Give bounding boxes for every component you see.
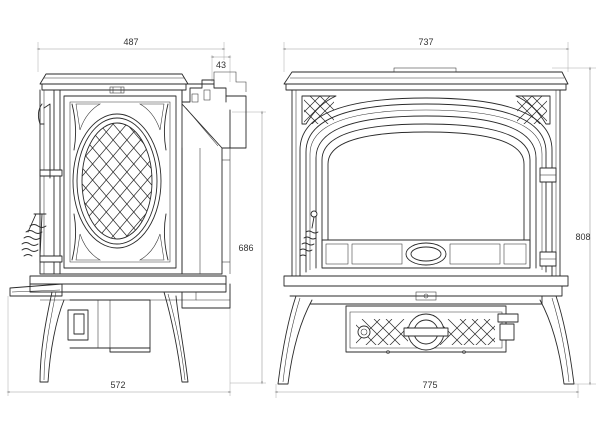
side-view-stove [9,71,247,383]
dimension-side-base-depth: 572 [110,380,125,390]
front-view-stove [277,67,575,385]
dimension-front-width: 737 [418,37,433,47]
dimension-front-height: 808 [575,232,590,242]
dimension-flue-offset: 43 [216,60,226,70]
dimension-side-depth: 487 [123,37,138,47]
oval-lattice [82,123,152,239]
dimension-side-height: 686 [238,243,253,253]
dimension-front-base-width: 775 [422,380,437,390]
front-view-dimensions: 737 808 775 [274,37,596,398]
